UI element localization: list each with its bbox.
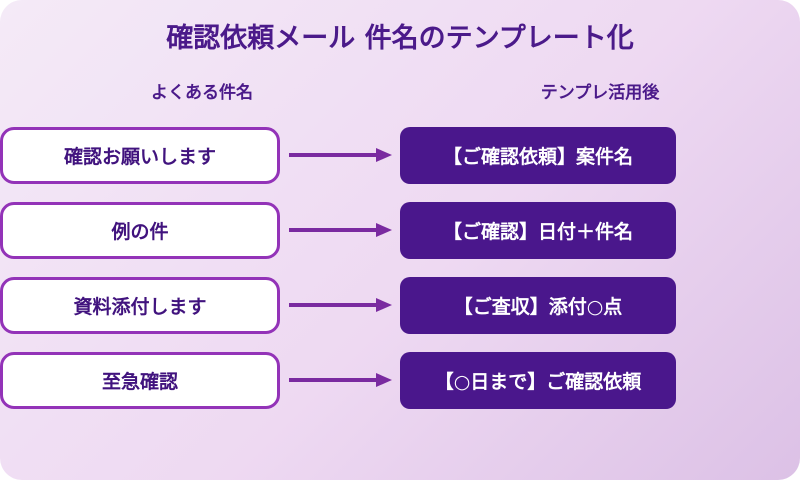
template-subject-label: 【ご確認】日付＋件名	[442, 220, 633, 243]
column-header-after-template: テンプレ活用後	[540, 82, 660, 103]
template-subject-label: 【ご確認依頼】案件名	[442, 145, 633, 168]
mapping-row: 資料添付します 【ご査収】添付○点	[0, 276, 800, 334]
mapping-row: 至急確認 【○日まで】ご確認依頼	[0, 351, 800, 409]
common-subject-box: 至急確認	[0, 351, 280, 409]
mapping-row: 例の件 【ご確認】日付＋件名	[0, 201, 800, 259]
right-arrow-icon	[289, 298, 392, 313]
template-subject-label: 【ご査収】添付○点	[453, 295, 623, 318]
common-subject-box: 確認お願いします	[0, 126, 280, 184]
template-subject-box: 【ご確認】日付＋件名	[400, 201, 676, 259]
right-arrow-icon	[289, 373, 392, 388]
common-subject-label: 資料添付します	[73, 295, 207, 318]
template-subject-box: 【ご査収】添付○点	[400, 276, 676, 334]
mapping-rows: 確認お願いします 【ご確認依頼】案件名 例の件	[0, 126, 800, 409]
template-subject-box: 【ご確認依頼】案件名	[400, 126, 676, 184]
common-subject-label: 至急確認	[101, 370, 178, 393]
arrow-cell	[280, 352, 400, 409]
column-headers: よくある件名 テンプレ活用後	[0, 78, 800, 103]
arrow-cell	[280, 202, 400, 259]
mapping-row: 確認お願いします 【ご確認依頼】案件名	[0, 126, 800, 184]
common-subject-label: 例の件	[111, 220, 169, 243]
template-subject-box: 【○日まで】ご確認依頼	[400, 351, 676, 409]
arrow-cell	[280, 277, 400, 334]
common-subject-box: 例の件	[0, 201, 280, 259]
page-title: 確認依頼メール 件名のテンプレート化	[166, 23, 634, 54]
column-header-common-subjects: よくある件名	[151, 82, 253, 103]
common-subject-label: 確認お願いします	[63, 145, 216, 168]
right-arrow-icon	[289, 148, 392, 163]
template-subject-label: 【○日まで】ご確認依頼	[434, 370, 642, 393]
arrow-cell	[280, 127, 400, 184]
common-subject-box: 資料添付します	[0, 276, 280, 334]
right-arrow-icon	[289, 223, 392, 238]
